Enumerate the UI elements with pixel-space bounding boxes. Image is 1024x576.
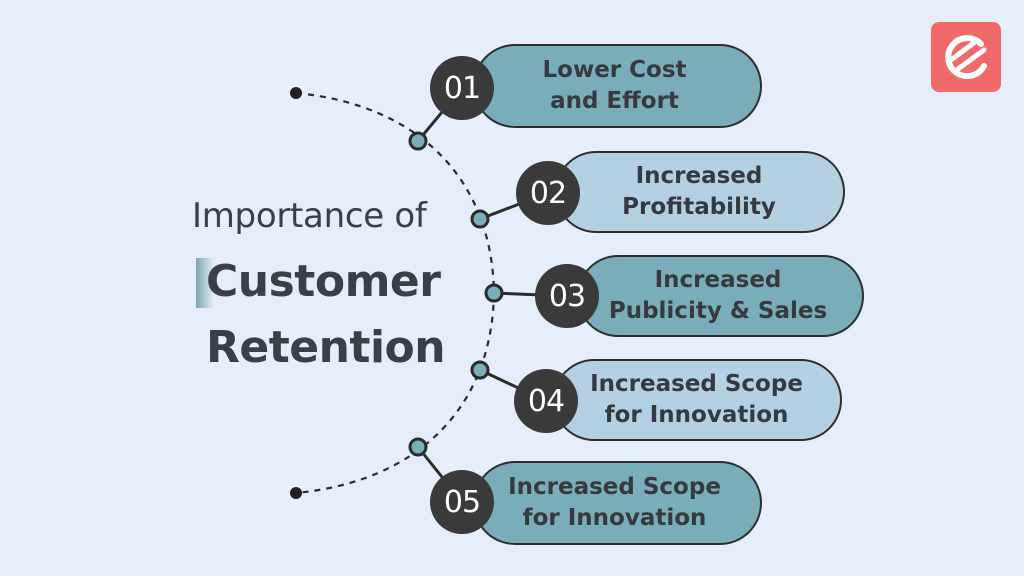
title-line-3: Retention [206, 322, 446, 373]
arc-node-02 [470, 209, 490, 229]
item-number-05: 05 [443, 484, 481, 520]
arc-node-05 [408, 437, 428, 457]
item-number-04: 04 [527, 383, 565, 419]
number-circle-04 [514, 369, 578, 433]
arc-endpoint-top [290, 87, 302, 99]
brand-e-logo-icon [945, 35, 987, 80]
title-accent-bar [196, 258, 214, 308]
number-circle-05 [430, 470, 494, 534]
item-label-02: Increased Profitability [622, 163, 776, 220]
item-number-03: 03 [548, 278, 586, 314]
number-circle-02 [516, 161, 580, 225]
number-circle-03 [535, 264, 599, 328]
item-number-01: 01 [443, 70, 481, 106]
arc-node-01 [408, 131, 428, 151]
item-number-02: 02 [529, 175, 567, 211]
arc-node-04 [470, 360, 490, 380]
arc-endpoint-bottom [290, 487, 302, 499]
item-label-01: Lower Cost and Effort [542, 57, 687, 114]
item-label-03: Increased Publicity & Sales [608, 267, 828, 324]
title-line-2: Customer [206, 256, 441, 307]
title-line-1: Importance of [192, 196, 427, 236]
item-label-05: Increased Scope for Innovation [508, 474, 721, 531]
item-label-04: Increased Scope for Innovation [590, 371, 803, 428]
brand-logo [931, 22, 1001, 92]
number-circle-01 [430, 56, 494, 120]
arc-node-03 [484, 283, 504, 303]
